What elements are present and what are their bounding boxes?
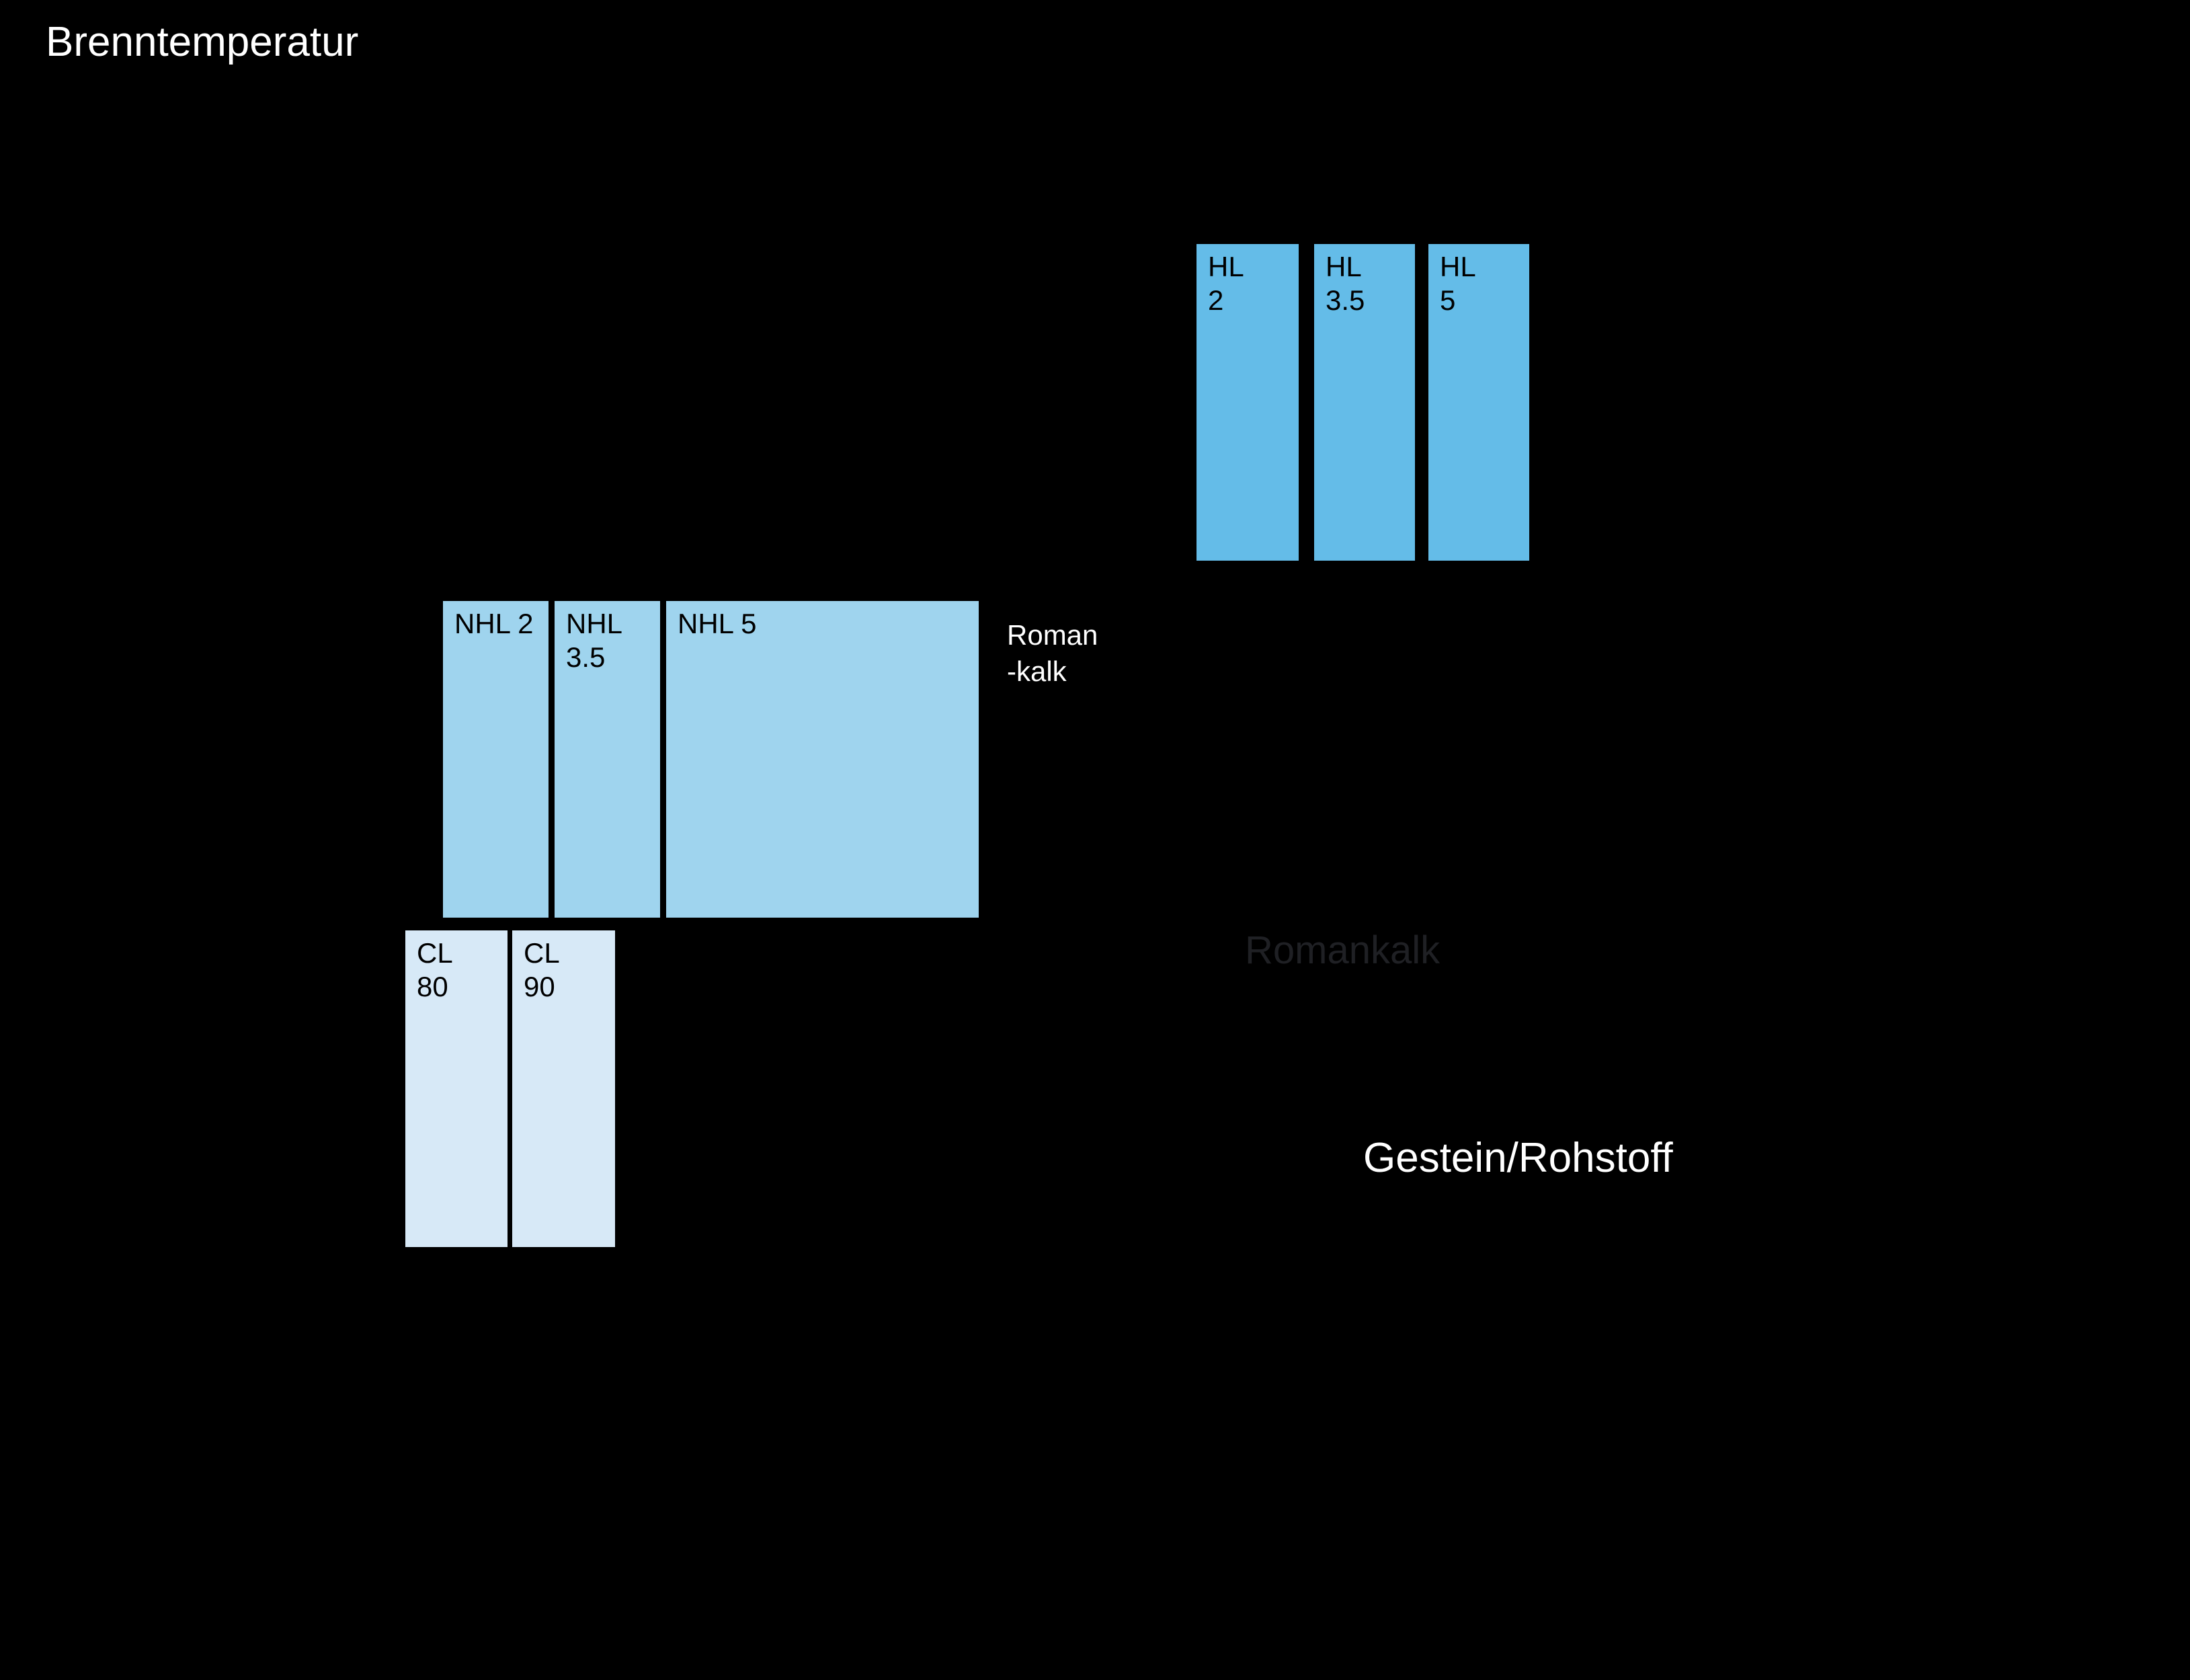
bar-label: NHL 3.5 (566, 608, 623, 673)
bar-label: NHL 5 (678, 608, 757, 639)
bar-hl-3-5: HL 3.5 (1314, 244, 1415, 561)
bar-cl-80: CL 80 (405, 930, 508, 1247)
axis-label-gestein-rohstoff: Gestein/Rohstoff (1363, 1135, 1673, 1181)
bar-cl-90: CL 90 (512, 930, 615, 1247)
page-title: Brenntemperatur (46, 19, 359, 65)
bar-nhl-5: NHL 5 (666, 601, 979, 918)
bar-nhl-2: NHL 2 (443, 601, 549, 918)
annotation-romankalk-side: Roman -kalk (1007, 619, 1098, 687)
bar-label: HL 2 (1208, 251, 1244, 316)
bar-hl-5: HL 5 (1428, 244, 1529, 561)
bar-label: CL 90 (524, 937, 560, 1002)
bar-label: HL 5 (1440, 251, 1476, 316)
annotation-romankalk-watermark: Romankalk (1245, 928, 1441, 972)
bar-nhl-3-5: NHL 3.5 (555, 601, 660, 918)
bar-label: HL 3.5 (1326, 251, 1365, 316)
bar-label: NHL 2 (454, 608, 534, 639)
bar-hl-2: HL 2 (1197, 244, 1299, 561)
bar-label: CL 80 (417, 937, 453, 1002)
